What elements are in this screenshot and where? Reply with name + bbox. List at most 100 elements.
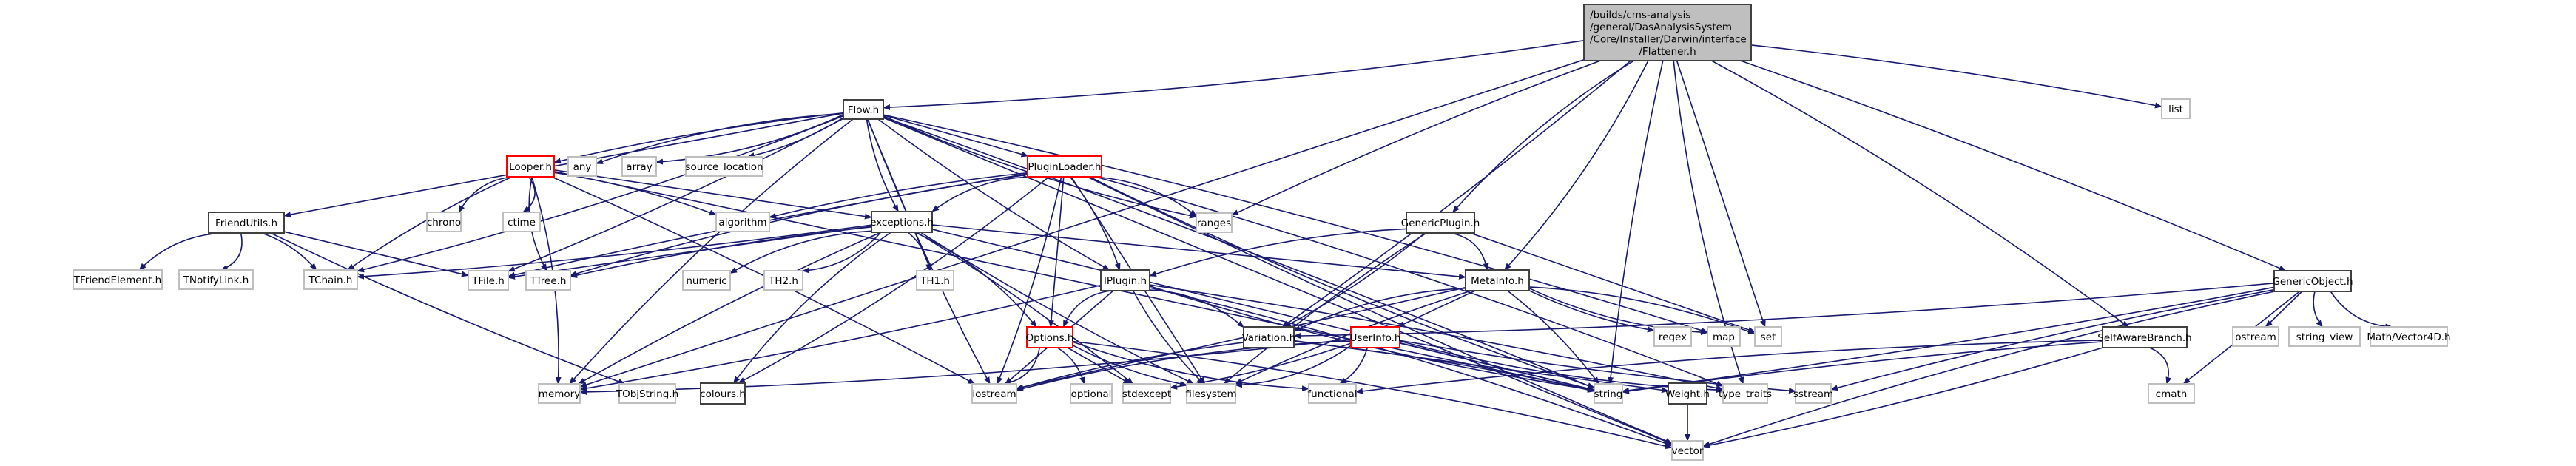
node-weight[interactable]: Weight.h (1665, 382, 1710, 405)
node-box-flow (843, 99, 884, 120)
node-label-th2: TH2.h (768, 275, 798, 287)
node-string: string (1594, 383, 1623, 404)
node-box-friendutils (208, 212, 285, 234)
edge-looper-to-string (553, 170, 1595, 393)
node-box-metainfo (1465, 269, 1530, 291)
node-box-functional (1308, 383, 1357, 404)
node-box-numeric (682, 270, 731, 291)
node-label-colours: colours.h (700, 388, 746, 400)
edge-metainfo-to-set (1528, 286, 1756, 335)
node-genericobject[interactable]: GenericObject.h (2272, 270, 2353, 292)
node-box-root (1583, 4, 1752, 61)
edge-pluginloader-to-iplugin (1069, 176, 1121, 271)
node-metainfo[interactable]: MetaInfo.h (1465, 269, 1530, 291)
edge-userinfo-to-stdexcept (1170, 342, 1352, 390)
node-optional: optional (1070, 383, 1113, 404)
node-label-pluginloader: PluginLoader.h (1028, 161, 1101, 173)
node-label-weight: Weight.h (1665, 388, 1710, 400)
edge-flow-to-iplugin (877, 118, 1110, 271)
node-looper[interactable]: Looper.h (506, 155, 555, 178)
node-label-th1: TH1.h (920, 275, 950, 287)
edge-flow-to-tfile (508, 118, 844, 272)
node-box-algorithm (715, 212, 770, 232)
edge-looper-to-chrono (458, 176, 515, 213)
edge-iplugin-to-variation (1149, 289, 1244, 328)
edge-friendutils-to-tobjstring (270, 232, 626, 385)
node-functional: functional (1307, 383, 1358, 404)
edge-root-to-genericobject (1740, 60, 2287, 271)
edge-friendutils-to-tnotifylink (220, 232, 243, 271)
node-options[interactable]: Options.h (1026, 326, 1074, 348)
node-label-iplugin: IPlugin.h (1104, 275, 1147, 287)
node-friendutils[interactable]: FriendUtils.h (208, 212, 285, 234)
node-variation[interactable]: Variation.h (1242, 326, 1296, 348)
node-colours[interactable]: colours.h (700, 382, 746, 405)
node-th2: TH2.h (763, 270, 803, 291)
edge-iplugin-to-options (1062, 290, 1112, 328)
node-root[interactable]: /builds/cms-analysis/general/DasAnalysis… (1583, 4, 1752, 61)
node-genericplugin[interactable]: GenericPlugin.h (1401, 212, 1480, 234)
edge-pluginloader-to-vector (1087, 176, 1673, 445)
edge-genericobject-to-ostream (2265, 291, 2303, 328)
node-label-tchain: TChain.h (308, 274, 353, 286)
node-box-genericobject (2273, 270, 2352, 292)
node-box-vector4d (2370, 326, 2448, 347)
edge-root-to-set (1676, 60, 1766, 328)
edge-flow-to-pluginloader (883, 114, 1029, 158)
edge-pluginloader-to-options (1048, 176, 1065, 328)
node-box-ostream (2232, 326, 2279, 347)
node-label-source_location: source_location (685, 161, 763, 173)
node-box-ranges (1196, 212, 1233, 233)
node-box-tfriendelement (73, 269, 163, 290)
node-box-selfawarebranch (2102, 326, 2188, 348)
node-list: list (2161, 98, 2191, 119)
edge-genericplugin-to-filesystem (1223, 232, 1427, 385)
node-flow[interactable]: Flow.h (843, 99, 884, 120)
node-box-th1 (916, 270, 954, 291)
edge-genericobject-to-vector (1702, 291, 2275, 448)
node-box-weight (1668, 382, 1707, 405)
edge-metainfo-to-iostream (1016, 286, 1466, 391)
node-label-root: /general/DasAnalysisSystem (1590, 21, 1732, 33)
node-label-friendutils: FriendUtils.h (215, 217, 277, 229)
node-tfriendelement: TFriendElement.h (73, 269, 163, 290)
node-map: map (1707, 326, 1741, 347)
edge-pluginloader-to-ranges (1092, 176, 1197, 217)
edge-selfawarebranch-to-vector (1702, 347, 2103, 448)
node-label-type_traits: type_traits (1719, 388, 1772, 400)
node-box-options (1026, 326, 1073, 348)
node-label-set: set (1761, 331, 1776, 343)
edge-flow-to-any (596, 112, 844, 164)
node-tfile: TFile.h (468, 270, 509, 291)
edge-flow-to-memory (569, 118, 854, 385)
node-sstream: sstream (1793, 383, 1833, 404)
node-exceptions[interactable]: exceptions.h (870, 211, 934, 233)
node-label-variation: Variation.h (1242, 332, 1296, 344)
node-iplugin[interactable]: IPlugin.h (1100, 269, 1150, 291)
edge-friendutils-to-tfile (283, 231, 469, 277)
node-box-colours (700, 382, 746, 405)
node-userinfo[interactable]: UserInfo.h (1350, 326, 1401, 348)
node-ostream: ostream (2232, 326, 2279, 347)
node-stdexcept: stdexcept (1122, 383, 1171, 404)
node-box-memory (538, 383, 581, 404)
node-box-list (2161, 98, 2191, 119)
node-th1: TH1.h (916, 270, 954, 291)
node-label-iostream: iostream (972, 388, 1016, 400)
node-label-options: Options.h (1026, 332, 1074, 344)
node-set: set (1754, 326, 1782, 347)
node-vector4d: Math/Vector4D.h (2367, 326, 2451, 347)
node-selfawarebranch[interactable]: SelfAwareBranch.h (2097, 326, 2192, 348)
edge-exceptions-to-metainfo (931, 224, 1466, 280)
edge-userinfo-to-memory (579, 338, 1352, 395)
edge-metainfo-to-regex (1528, 290, 1655, 333)
node-label-vector4d: Math/Vector4D.h (2367, 331, 2450, 343)
edge-genericplugin-to-set (1470, 232, 1756, 333)
edge-pluginloader-to-iostream (997, 176, 1062, 385)
node-any: any (567, 156, 597, 177)
node-label-map: map (1713, 331, 1735, 343)
node-box-iplugin (1100, 269, 1150, 291)
node-pluginloader[interactable]: PluginLoader.h (1027, 155, 1102, 178)
node-label-filesystem: filesystem (1185, 388, 1236, 400)
node-box-map (1707, 326, 1741, 347)
